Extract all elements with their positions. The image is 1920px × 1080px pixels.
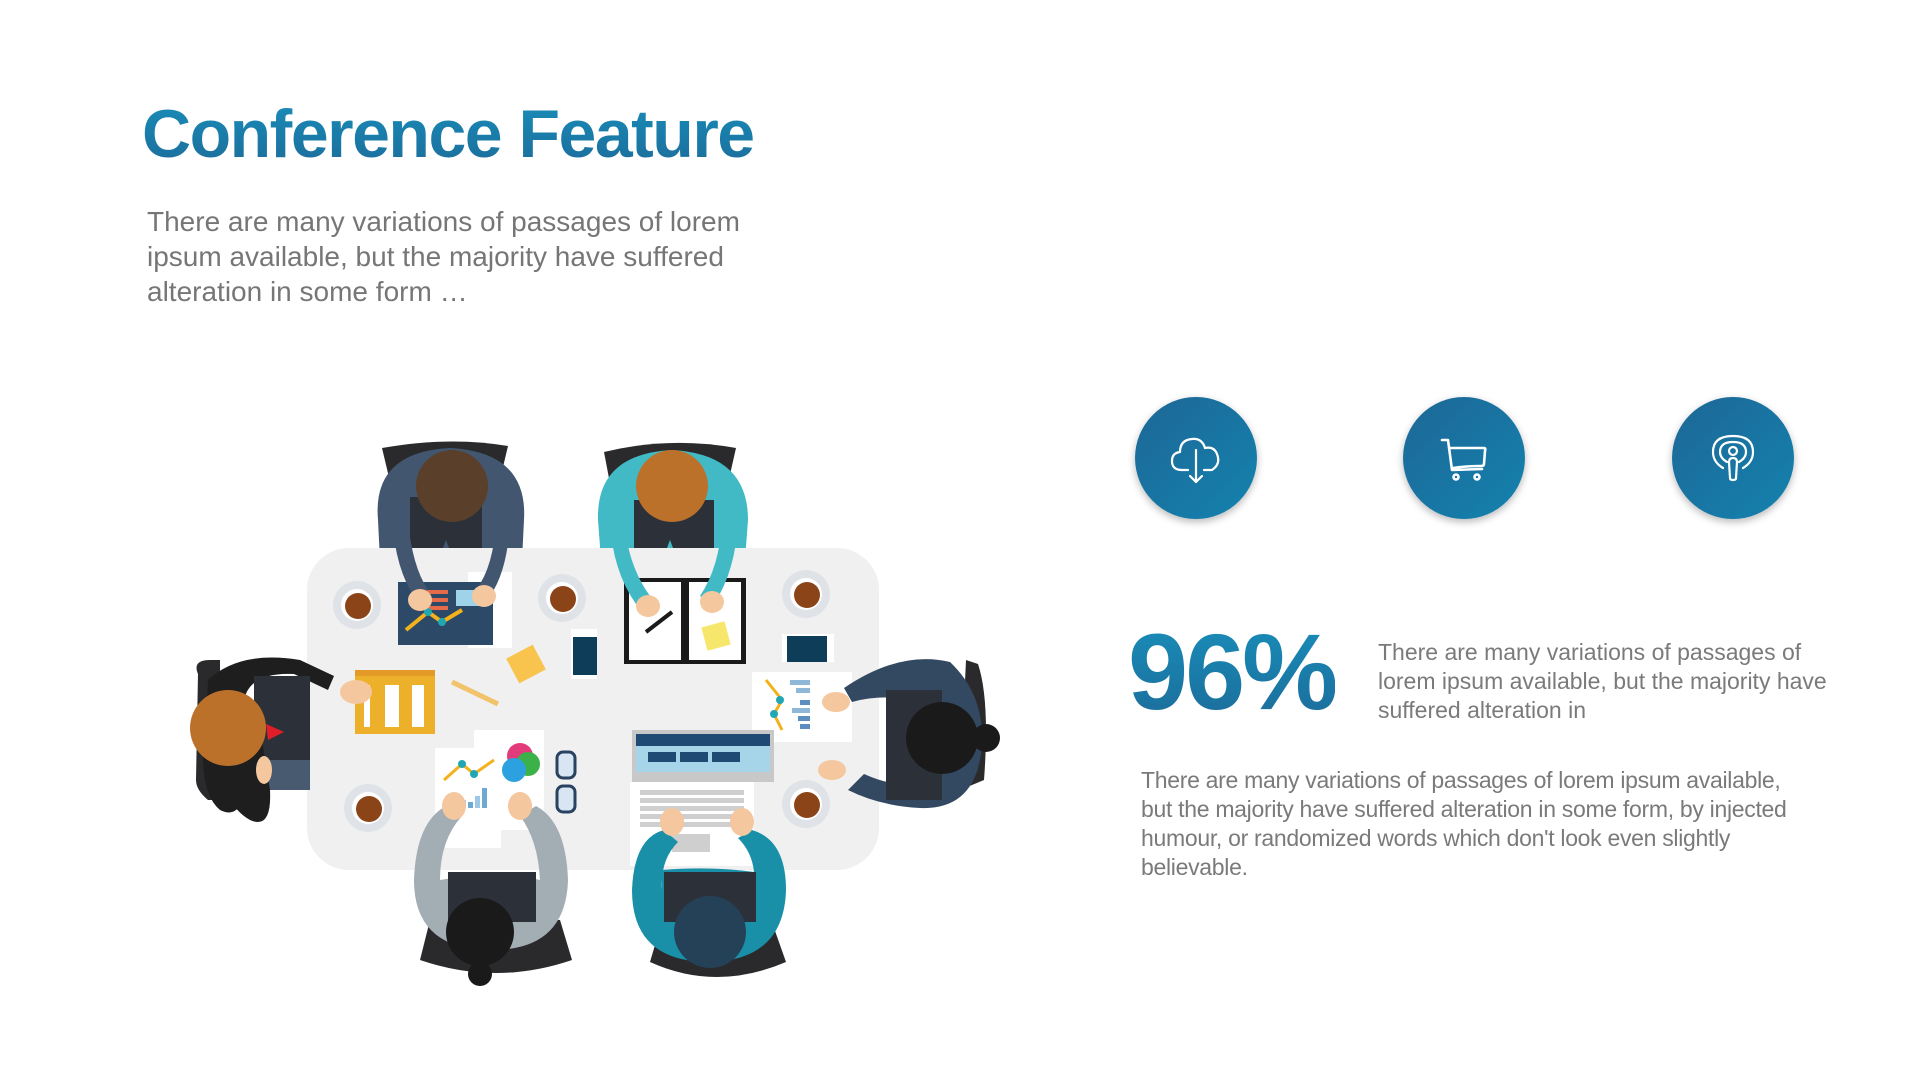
table-items-top: [392, 520, 746, 664]
person-right: [818, 659, 1000, 809]
table-items-middle: [355, 629, 852, 866]
stat-percentage: 96%: [1128, 611, 1338, 732]
person-bottom-left: [414, 792, 572, 986]
podcast-button[interactable]: [1672, 397, 1794, 519]
shopping-cart-icon: [1440, 438, 1487, 481]
slide-title: Conference Feature: [142, 96, 755, 172]
cloud-download-button[interactable]: [1135, 397, 1257, 519]
shopping-cart-button[interactable]: [1403, 397, 1525, 519]
coffee-cups: [333, 570, 830, 832]
person-left: [190, 657, 372, 822]
body-paragraph: There are many variations of passages of…: [1141, 767, 1787, 880]
podcast-icon: [1711, 434, 1755, 482]
stat-description: There are many variations of passages of…: [1378, 639, 1827, 723]
cloud-download-icon: [1170, 437, 1220, 484]
intro-paragraph: There are many variations of passages of…: [147, 206, 740, 307]
person-bottom-right: [632, 808, 786, 977]
